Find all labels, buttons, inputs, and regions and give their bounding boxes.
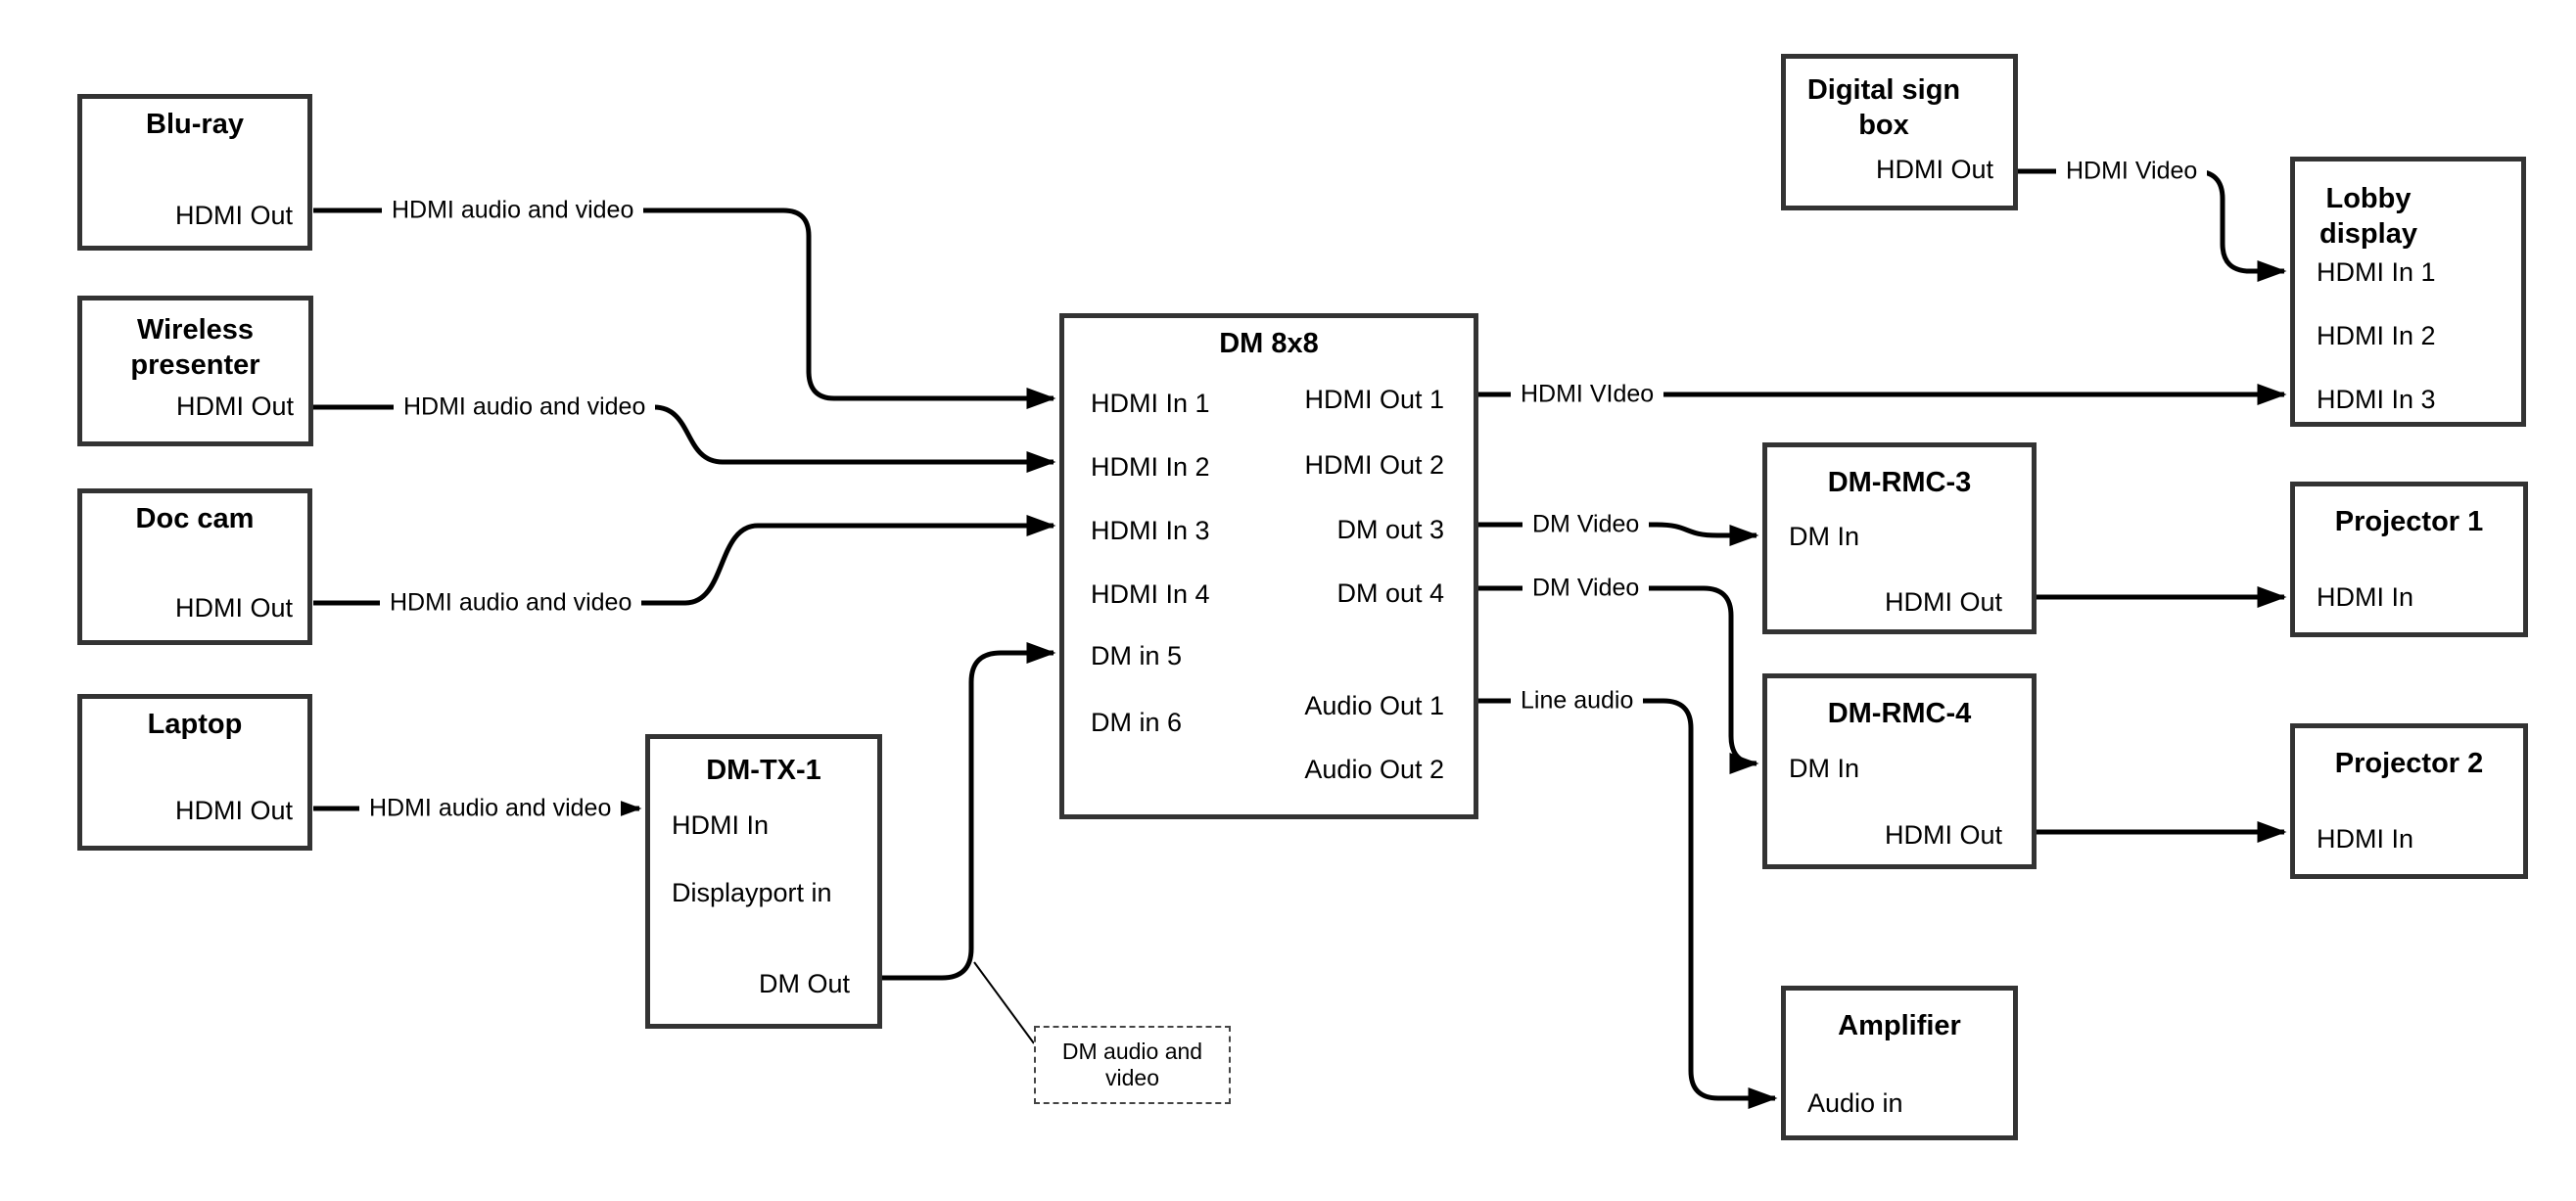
port-hdmi-out: HDMI Out	[175, 392, 294, 421]
port-hdmi-out: HDMI Out	[1884, 820, 2002, 850]
connection-label-wireless: HDMI audio and video	[394, 393, 656, 422]
node-title: Amplifier	[1838, 1010, 1961, 1041]
connector-dm8x8-aout1-amplifier	[1478, 698, 1778, 1109]
port-dm-out-3: DM out 3	[1336, 515, 1444, 544]
port-hdmi-in-3: HDMI In 3	[2317, 385, 2436, 414]
port-hdmi-in-2: HDMI In 2	[1091, 452, 1210, 482]
port-displayport-in: Displayport in	[672, 878, 832, 907]
node-projector-2: Projector 2 HDMI In	[2290, 723, 2528, 879]
connector-wireless-dm8x8-in2	[313, 404, 1056, 473]
node-title: Laptop	[147, 709, 243, 740]
node-title: DM-RMC-3	[1827, 467, 1972, 498]
connection-label-doccam: HDMI audio and video	[380, 588, 642, 618]
node-digital-sign-box: Digital sign box HDMI Out	[1781, 54, 2018, 210]
node-dm-rmc-3: DM-RMC-3 DM In HDMI Out	[1762, 442, 2037, 634]
port-dm-in-6: DM in 6	[1091, 708, 1183, 737]
node-title: DM 8x8	[1219, 328, 1319, 359]
connection-label-laptop: HDMI audio and video	[359, 794, 622, 823]
connector-dmtx1-dm8x8-in5	[882, 641, 1056, 981]
port-hdmi-in-4: HDMI In 4	[1091, 579, 1210, 609]
port-hdmi-in: HDMI In	[2317, 824, 2414, 854]
note-dm-audio-and-video: DM audio and video	[1034, 1026, 1231, 1104]
connector-digitalsign-lobby-in1	[2018, 168, 2287, 282]
connection-label-dm-video-out4: DM Video	[1522, 574, 1650, 603]
node-dm-8x8: DM 8x8 HDMI In 1 HDMI In 2 HDMI In 3 HDM…	[1059, 313, 1478, 819]
connection-label-dm-video-out3: DM Video	[1522, 510, 1650, 539]
node-title: Projector 2	[2334, 748, 2484, 779]
port-audio-in: Audio in	[1807, 1088, 1903, 1118]
port-hdmi-out-1: HDMI Out 1	[1304, 385, 1444, 414]
connector-dm8x8-out3-dmrmc3	[1478, 522, 1759, 546]
connection-label-bluray: HDMI audio and video	[382, 196, 644, 225]
port-audio-out-1: Audio Out 1	[1304, 691, 1444, 720]
port-hdmi-out: HDMI Out	[1875, 155, 1993, 184]
node-lobby-display: Lobby display HDMI In 1 HDMI In 2 HDMI I…	[2290, 157, 2526, 427]
node-dm-rmc-4: DM-RMC-4 DM In HDMI Out	[1762, 673, 2037, 869]
port-dm-in-5: DM in 5	[1091, 641, 1183, 670]
node-title: Blu-ray	[146, 109, 244, 140]
port-hdmi-out: HDMI Out	[174, 593, 293, 623]
port-hdmi-out-2: HDMI Out 2	[1304, 450, 1444, 480]
node-amplifier: Amplifier Audio in	[1781, 986, 2018, 1140]
connection-label-digital-sign: HDMI Video	[2056, 157, 2208, 186]
port-dm-in: DM In	[1789, 754, 1860, 783]
node-title: Lobby display	[2319, 183, 2417, 250]
node-dm-tx-1: DM-TX-1 HDMI In Displayport in DM Out	[645, 734, 882, 1029]
connection-label-hdmi-video-out1: HDMI VIdeo	[1511, 380, 1664, 409]
connection-label-line-audio: Line audio	[1511, 686, 1644, 716]
node-title: Wireless presenter	[130, 314, 260, 381]
port-hdmi-out: HDMI Out	[174, 796, 293, 825]
node-doc-cam: Doc cam HDMI Out	[77, 488, 312, 645]
connector-doccam-dm8x8-in3	[313, 514, 1056, 606]
node-title: Doc cam	[135, 503, 255, 534]
node-laptop: Laptop HDMI Out	[77, 694, 312, 851]
port-dm-in: DM In	[1789, 522, 1860, 551]
port-dm-out-4: DM out 4	[1336, 578, 1444, 608]
port-hdmi-in-1: HDMI In 1	[2317, 257, 2436, 287]
node-projector-1: Projector 1 HDMI In	[2290, 482, 2528, 637]
note-callout-line	[973, 961, 1035, 1044]
connector-dm8x8-out4-dmrmc4	[1478, 585, 1759, 774]
connector-bluray-dm8x8-in1	[313, 208, 1056, 409]
node-title: Digital sign box	[1806, 74, 1961, 141]
node-blu-ray: Blu-ray HDMI Out	[77, 94, 312, 251]
port-hdmi-in: HDMI In	[672, 810, 770, 840]
port-dm-out: DM Out	[758, 969, 850, 998]
port-hdmi-in-2: HDMI In 2	[2317, 321, 2436, 350]
node-title: DM-RMC-4	[1827, 698, 1972, 729]
node-wireless-presenter: Wireless presenter HDMI Out	[77, 296, 313, 446]
port-hdmi-in: HDMI In	[2317, 582, 2414, 612]
port-hdmi-in-1: HDMI In 1	[1091, 389, 1210, 418]
port-audio-out-2: Audio Out 2	[1304, 755, 1444, 784]
port-hdmi-out: HDMI Out	[174, 201, 293, 230]
node-title: Projector 1	[2334, 506, 2484, 537]
node-title: DM-TX-1	[706, 755, 821, 786]
port-hdmi-out: HDMI Out	[1884, 587, 2002, 617]
port-hdmi-in-3: HDMI In 3	[1091, 516, 1210, 545]
